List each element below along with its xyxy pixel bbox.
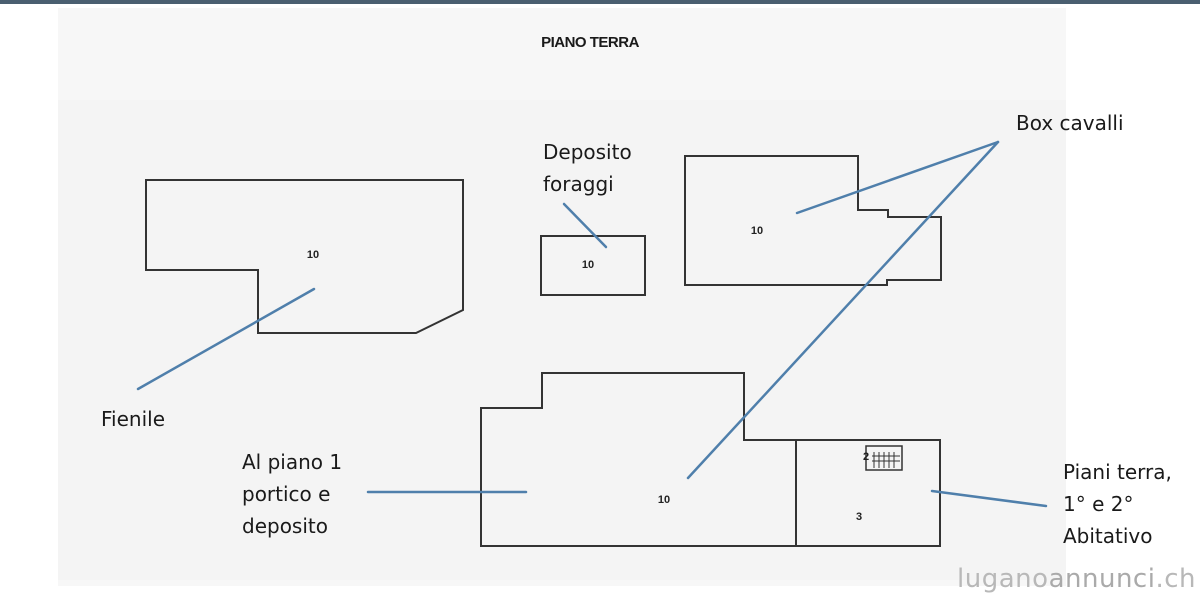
fienile-leader-line bbox=[136, 287, 316, 391]
page-title: PIANO TERRA bbox=[541, 34, 639, 51]
stair-hatching bbox=[872, 452, 900, 468]
label-portico-line-1: Al piano 1 bbox=[242, 450, 343, 474]
room-number-box-cavalli: 10 bbox=[750, 225, 764, 237]
label-portico: Al piano 1 portico e deposito bbox=[242, 446, 342, 542]
watermark-prefix: lugano bbox=[957, 564, 1049, 594]
room-number-stair: 2 bbox=[862, 451, 870, 463]
label-deposito-line-2: foraggi bbox=[543, 172, 614, 196]
abitativo-leader-line bbox=[930, 489, 1048, 508]
room-number-fienile: 10 bbox=[306, 249, 320, 261]
room-number-portico: 10 bbox=[657, 494, 671, 506]
label-portico-line-3: deposito bbox=[242, 514, 328, 538]
label-box-cavalli: Box cavalli bbox=[1016, 107, 1124, 139]
stair-outline bbox=[865, 445, 903, 471]
watermark-logo: luganoannunci.ch bbox=[957, 564, 1196, 594]
label-abitativo-line-2: 1° e 2° bbox=[1063, 492, 1134, 516]
label-fienile-line: Fienile bbox=[101, 407, 166, 431]
label-portico-line-2: portico e bbox=[242, 482, 331, 506]
label-abitativo-line-3: Abitativo bbox=[1063, 524, 1153, 548]
fienile-outline bbox=[145, 179, 464, 334]
deposito-leader-line bbox=[562, 202, 608, 249]
room-number-abitativo: 3 bbox=[855, 511, 863, 523]
watermark-middle: annunci bbox=[1048, 564, 1156, 594]
box-cavalli-leader-line-upper bbox=[795, 140, 1000, 215]
label-abitativo: Piani terra, 1° e 2° Abitativo bbox=[1063, 456, 1172, 552]
box-cavalli-leader-line-lower bbox=[686, 140, 1000, 480]
label-fienile: Fienile bbox=[101, 403, 165, 435]
room-number-deposito: 10 bbox=[581, 259, 595, 271]
label-deposito-line-1: Deposito bbox=[543, 140, 632, 164]
label-box-cavalli-line: Box cavalli bbox=[1016, 111, 1124, 135]
portico-outline bbox=[480, 372, 797, 547]
label-deposito-foraggi: Deposito foraggi bbox=[543, 136, 632, 200]
header-bar bbox=[0, 0, 1200, 4]
watermark-suffix: .ch bbox=[1155, 564, 1196, 594]
deposito-foraggi-outline bbox=[540, 235, 646, 296]
label-abitativo-line-1: Piani terra, bbox=[1063, 460, 1172, 484]
